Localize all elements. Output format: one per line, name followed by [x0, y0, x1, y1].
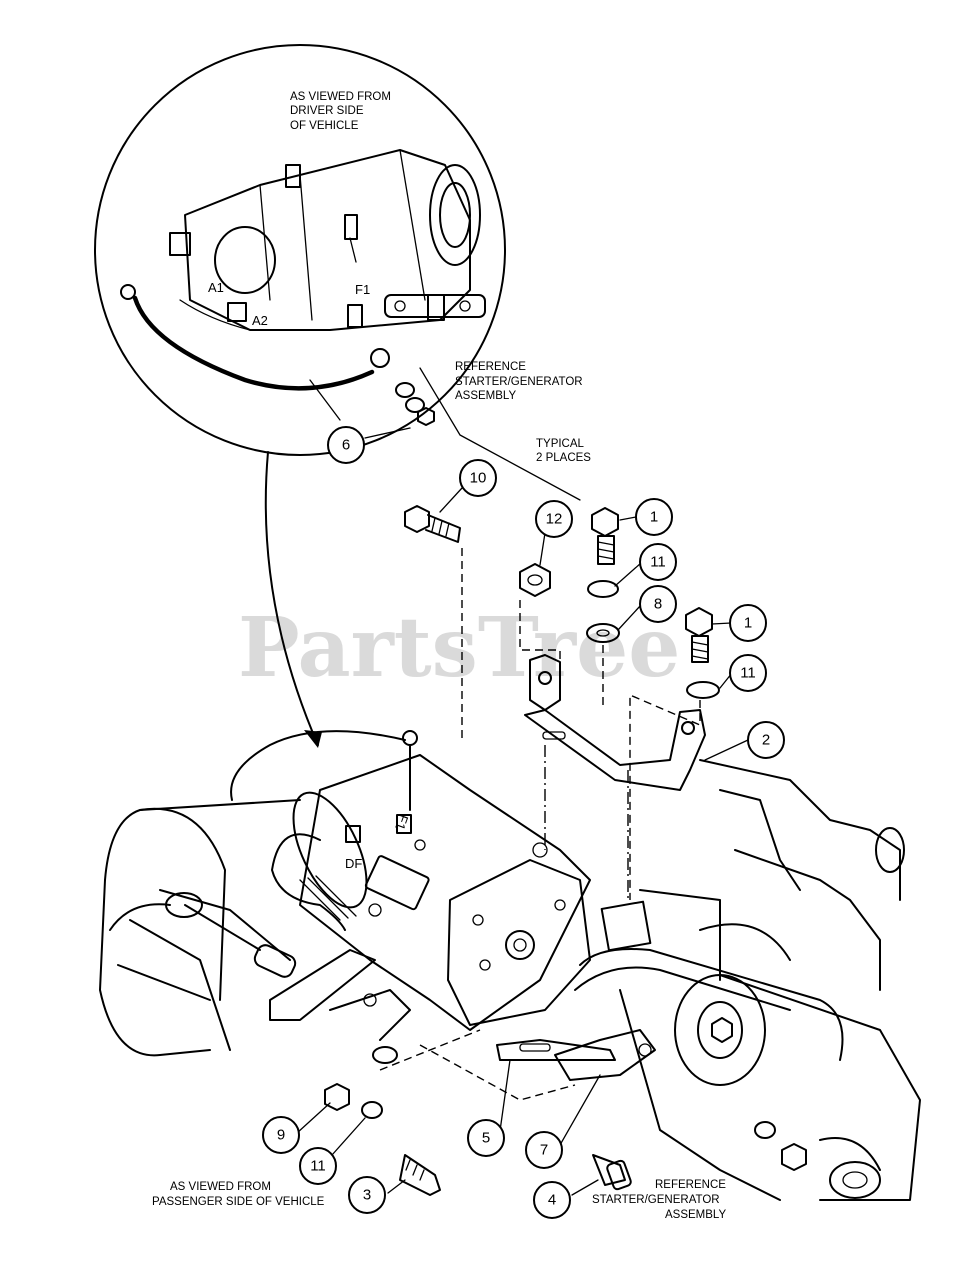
part-7-adjuster [554, 1029, 656, 1081]
svg-text:4: 4 [548, 1192, 556, 1209]
callout-2: 2 [747, 721, 785, 759]
terminal-a2-label: A2 [252, 313, 268, 328]
wire-6-detail [132, 295, 375, 391]
part-9-nut [324, 1083, 350, 1111]
callout-1-right: 1 [729, 604, 767, 642]
svg-text:11: 11 [650, 554, 666, 571]
callout-10: 10 [459, 459, 497, 497]
detail-washer [395, 382, 415, 398]
leader-lower [419, 1044, 576, 1101]
wire-ring-terminal [370, 348, 390, 368]
callout-1-upper: 1 [635, 498, 673, 536]
harness-wires [271, 833, 346, 931]
terminal-a1-label: A1 [208, 280, 224, 295]
svg-text:1: 1 [650, 509, 658, 526]
wire-6-main [230, 730, 406, 801]
detail-arrow [264, 451, 319, 746]
part-11-lockwasher [587, 580, 619, 598]
reference-note-top: REFERENCE STARTER/GENERATOR ASSEMBLY [455, 361, 586, 402]
part-1-bolt-right [685, 607, 713, 663]
part-8-washer [586, 623, 620, 643]
part-12-nut [519, 563, 551, 597]
terminal-df-label: DF [345, 856, 362, 871]
part-11-lockwasher-right [686, 681, 720, 699]
svg-text:6: 6 [342, 437, 350, 454]
callout-3: 3 [348, 1176, 386, 1214]
detail-nut [417, 407, 435, 426]
svg-text:1: 1 [744, 615, 752, 632]
starter-generator-main [292, 754, 591, 1031]
callout-11-upper: 11 [639, 543, 677, 581]
reference-bracket-line [419, 367, 581, 501]
terminal-f1-label: F1 [355, 282, 370, 297]
svg-text:7: 7 [540, 1142, 548, 1159]
part-10-bolt [404, 505, 461, 543]
part-1-bolt-upper [591, 507, 619, 565]
watermark: PartsTree [238, 600, 680, 696]
part-11-lockwasher-lower [361, 1101, 383, 1119]
callout-11-right: 11 [729, 654, 767, 692]
svg-text:11: 11 [740, 665, 756, 682]
detail-circle [94, 44, 506, 456]
arrow-head [304, 730, 322, 748]
svg-text:2: 2 [762, 732, 770, 749]
callout-6: 6 [327, 426, 365, 464]
leader-1-right [629, 693, 701, 900]
terminal-f1-label-main: F1 [392, 813, 411, 832]
part-4-bolt [592, 1154, 632, 1191]
callout-4: 4 [533, 1181, 571, 1219]
svg-text:12: 12 [546, 511, 563, 528]
svg-text:11: 11 [310, 1158, 326, 1175]
callout-11-lower: 11 [299, 1147, 337, 1185]
detail-starter-generator [169, 149, 486, 331]
leader-lower [379, 1029, 481, 1071]
detail-lockwasher [405, 397, 425, 413]
callout-5: 5 [467, 1119, 505, 1157]
svg-text:10: 10 [470, 470, 487, 487]
detail-view-driver-side: A1 A2 F1 AS VIEWED FROM DRIVER SIDE OF V… [94, 44, 506, 456]
engine-frame [99, 759, 921, 1201]
reference-note-bottom: REFERENCE STARTER/GENERATOR ASSEMBLY [592, 1179, 729, 1221]
part-5-bracket [496, 1039, 616, 1061]
passenger-side-caption: AS VIEWED FROM PASSENGER SIDE OF VEHICLE [152, 1181, 325, 1208]
callout-7: 7 [525, 1131, 563, 1169]
callout-9: 9 [262, 1116, 300, 1154]
callout-12: 12 [535, 500, 573, 538]
wire-ring-terminal [120, 284, 136, 300]
callout-8: 8 [639, 585, 677, 623]
driver-side-caption: AS VIEWED FROM DRIVER SIDE OF VEHICLE [290, 91, 394, 132]
part-3-bolt [399, 1154, 441, 1196]
typical-note: TYPICAL 2 PLACES [536, 438, 591, 464]
svg-text:8: 8 [654, 596, 662, 613]
svg-text:3: 3 [363, 1187, 371, 1204]
svg-text:9: 9 [277, 1127, 285, 1144]
svg-text:5: 5 [482, 1130, 490, 1147]
part-2-bracket [524, 654, 706, 791]
